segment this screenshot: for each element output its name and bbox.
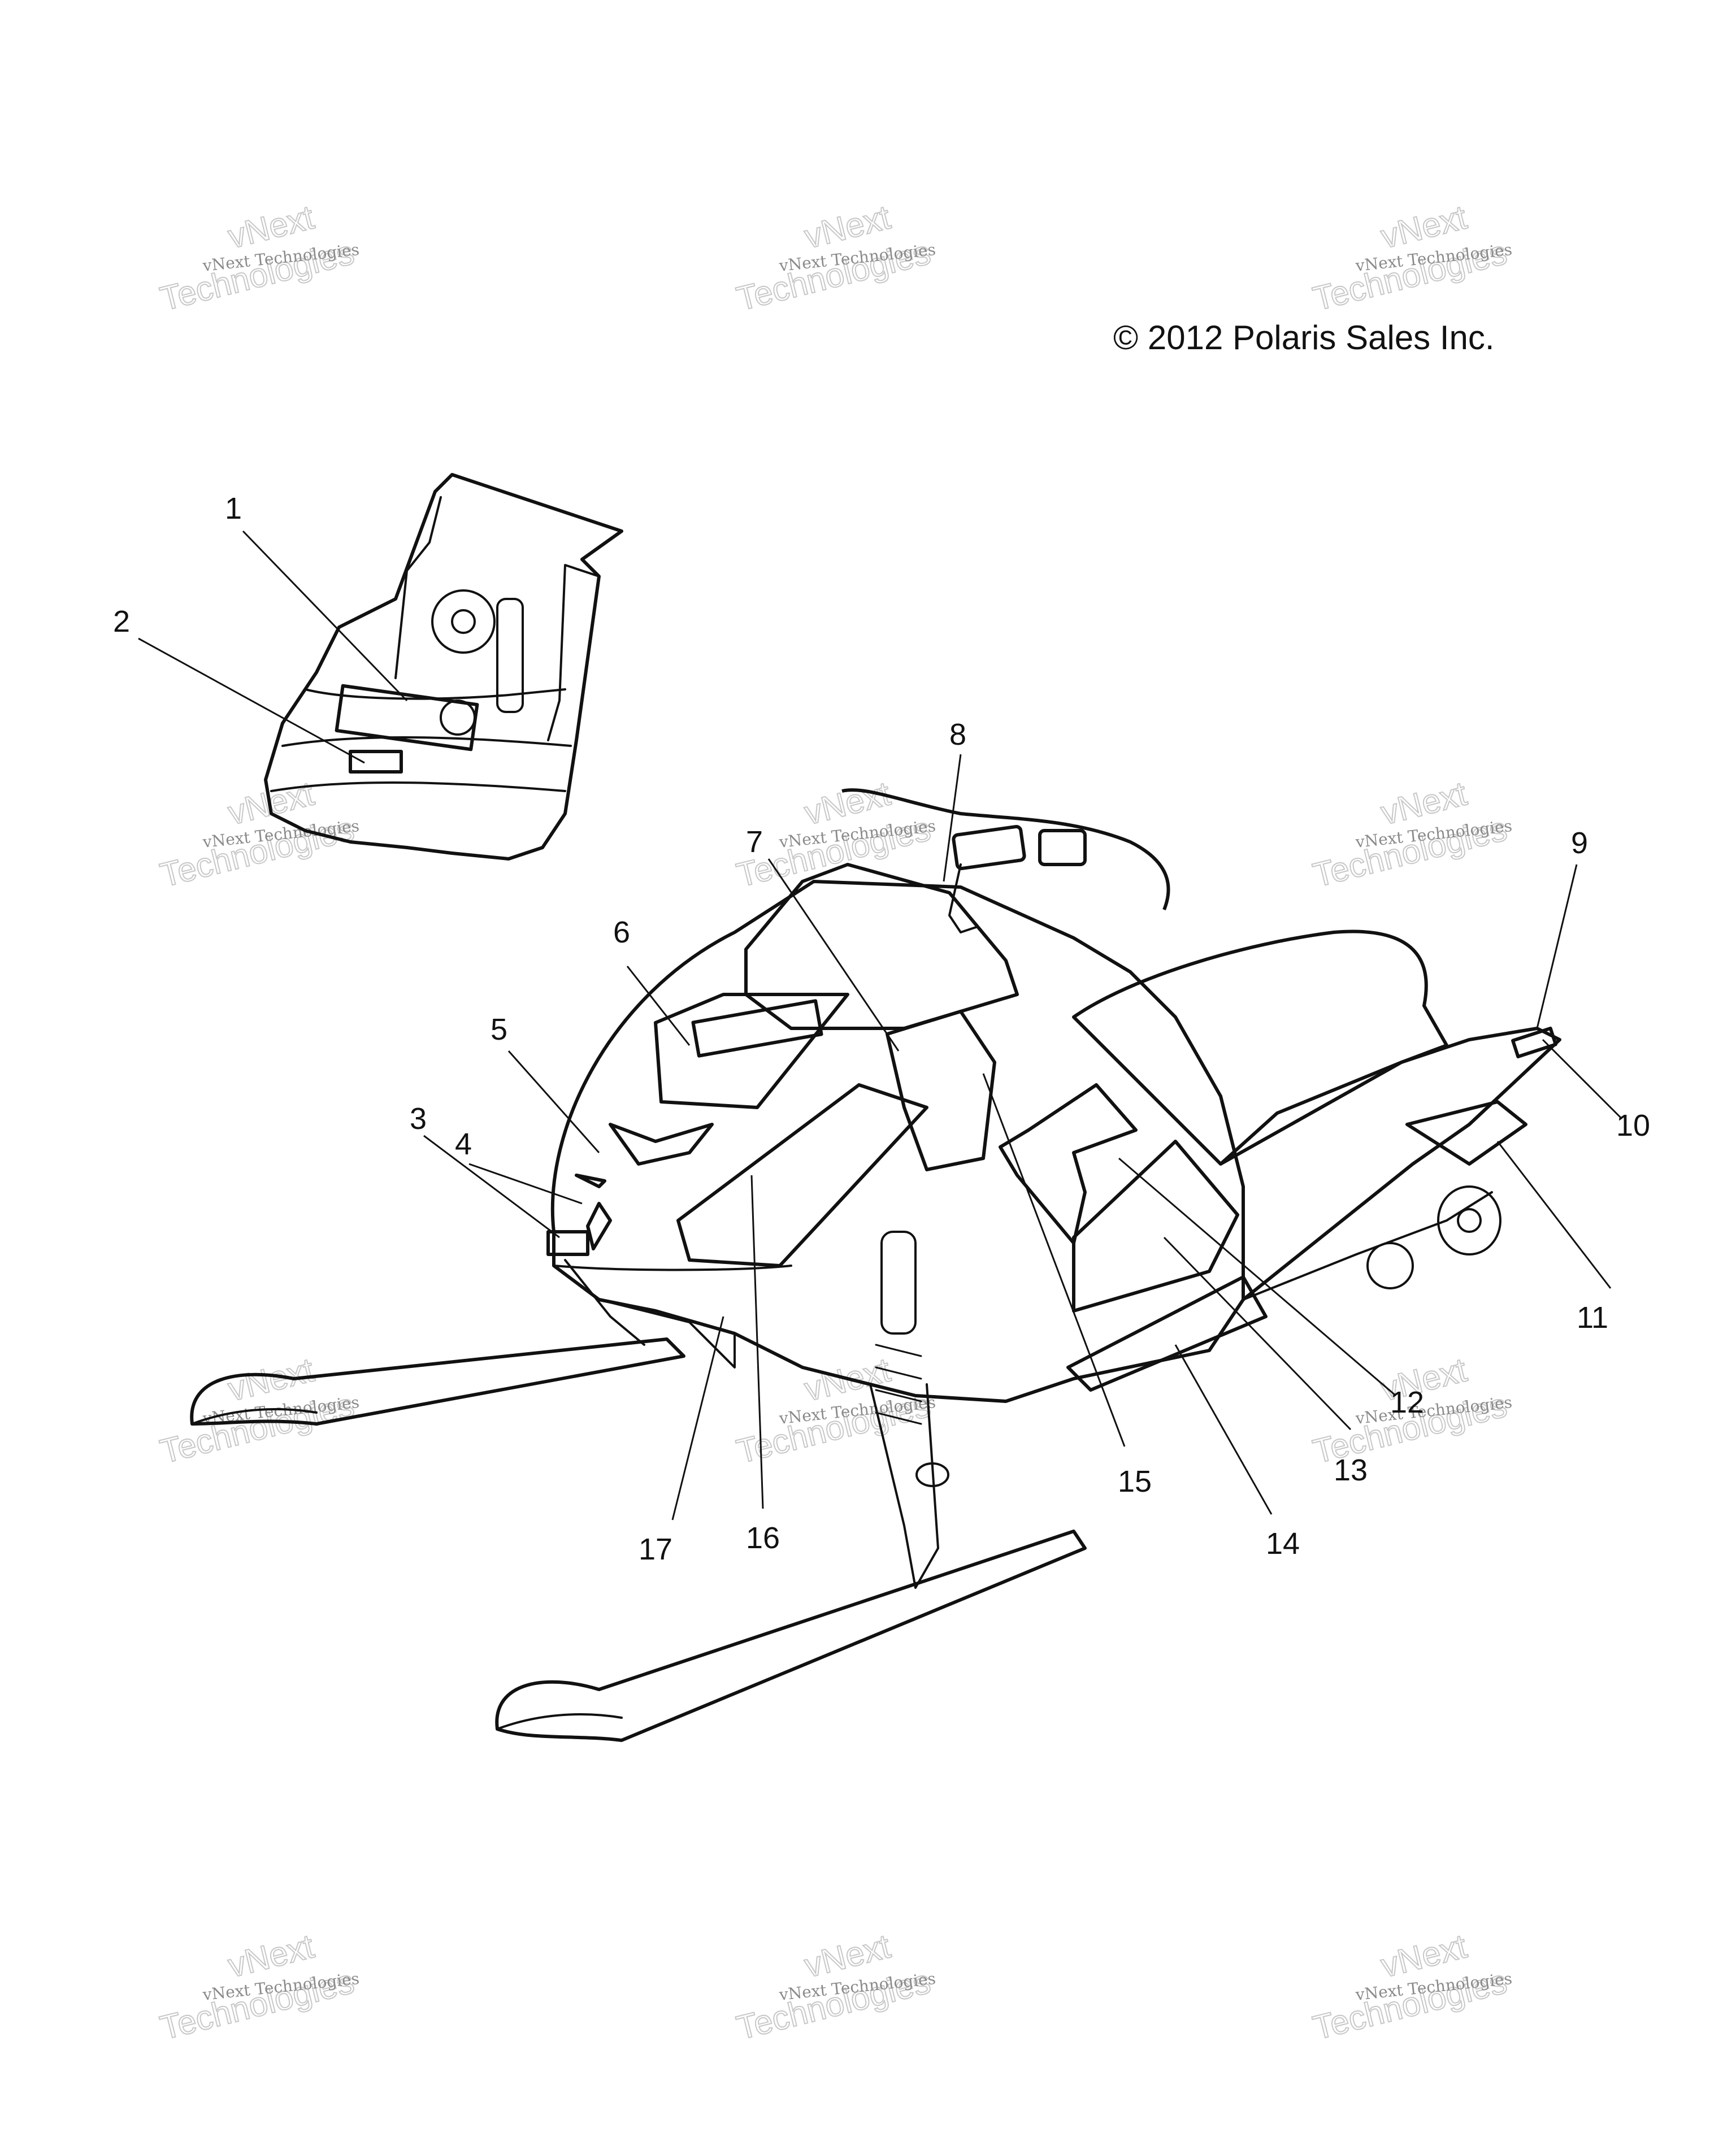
callout-12: 12 [1390, 1385, 1424, 1419]
callout-14: 14 [1266, 1527, 1300, 1561]
callout-9: 9 [1571, 826, 1588, 860]
callout-1: 1 [225, 492, 242, 525]
copyright-text: © 2012 Polaris Sales Inc. [1113, 319, 1495, 357]
callout-17: 17 [639, 1532, 672, 1566]
hood-underside-illustration [264, 473, 623, 861]
callout-2: 2 [113, 605, 130, 638]
callout-11: 11 [1577, 1301, 1608, 1335]
callout-6: 6 [613, 915, 630, 949]
callout-5: 5 [491, 1013, 507, 1046]
callout-labels: 1 2 3 4 5 6 7 8 9 10 11 12 13 14 15 16 1… [113, 492, 1650, 1566]
callout-13: 13 [1334, 1453, 1368, 1487]
leader-lines [138, 530, 1623, 1521]
callout-7: 7 [746, 825, 763, 859]
callout-10: 10 [1616, 1109, 1650, 1142]
callout-8: 8 [949, 718, 966, 751]
callout-16: 16 [746, 1521, 780, 1555]
snowmobile-illustration [190, 788, 1561, 1742]
callout-15: 15 [1118, 1465, 1152, 1498]
callout-3: 3 [410, 1102, 427, 1136]
callout-4: 4 [455, 1127, 472, 1161]
